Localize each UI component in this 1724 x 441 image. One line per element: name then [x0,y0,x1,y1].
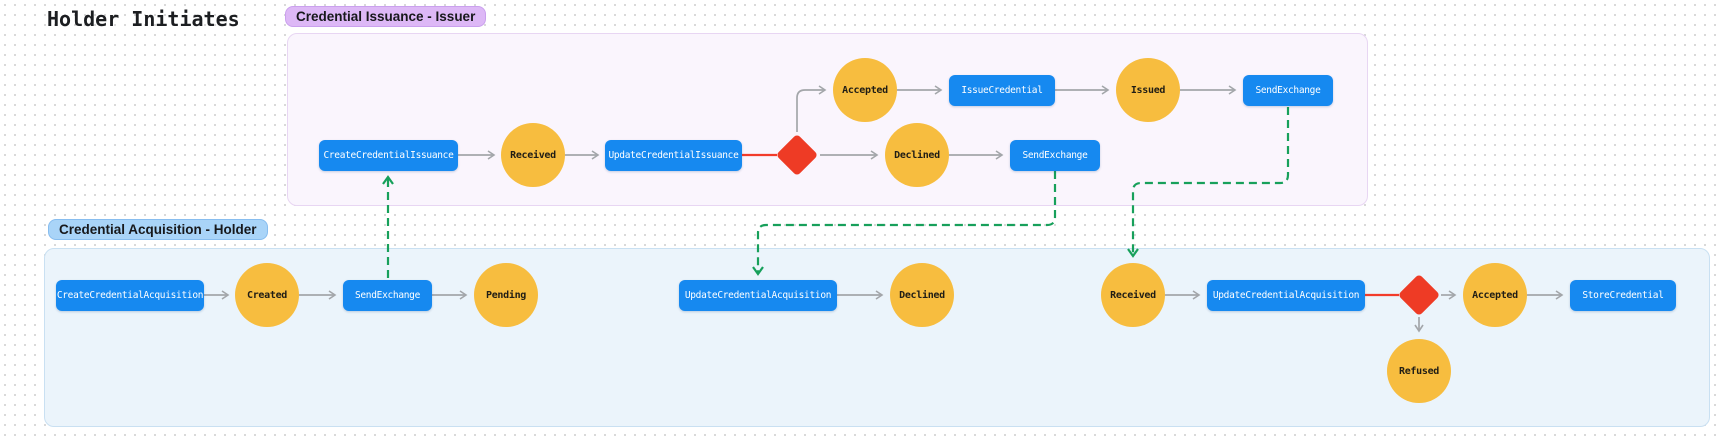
holder-action-store-credential[interactable]: StoreCredential [1570,280,1676,311]
issuer-action-send-exchange-declined[interactable]: SendExchange [1010,140,1100,171]
holder-state-accepted[interactable]: Accepted [1463,263,1527,327]
cross-lane-connectors [382,107,1290,278]
holder-state-refused[interactable]: Refused [1387,339,1451,403]
page-title: Holder Initiates [47,7,240,31]
issuer-state-accepted[interactable]: Accepted [833,58,897,122]
issuer-state-issued[interactable]: Issued [1116,58,1180,122]
arrow-decision-to-accepted [796,85,827,132]
issuer-lane-badge: Credential Issuance - Issuer [285,6,487,27]
holder-state-pending[interactable]: Pending [474,263,538,327]
holder-action-update-credential-acquisition[interactable]: UpdateCredentialAcquisition [1207,280,1365,311]
holder-state-received[interactable]: Received [1101,263,1165,327]
issuer-state-received[interactable]: Received [501,123,565,187]
holder-action-send-exchange[interactable]: SendExchange [343,280,432,311]
issuer-action-send-exchange-accepted[interactable]: SendExchange [1243,75,1333,106]
issuer-action-create-credential-issuance[interactable]: CreateCredentialIssuance [319,140,458,171]
decision-links [742,153,1399,297]
issuer-lane-panel [287,33,1368,206]
holder-action-create-credential-acquisition[interactable]: CreateCredentialAcquisition [56,280,204,311]
issuer-action-update-credential-issuance[interactable]: UpdateCredentialIssuance [605,140,742,171]
issuer-action-issue-credential[interactable]: IssueCredential [949,75,1055,106]
holder-lane-badge: Credential Acquisition - Holder [48,219,268,240]
issuer-connectors [458,85,1237,160]
green-arrow-issuer-sendexchange-to-holder-received [1127,107,1290,258]
issuer-state-declined[interactable]: Declined [885,123,949,187]
holder-connectors [204,290,1564,333]
green-arrow-issuer-declined-sendexchange-to-holder-update [752,171,1057,276]
holder-state-declined[interactable]: Declined [890,263,954,327]
holder-state-created[interactable]: Created [235,263,299,327]
holder-action-update-credential-acquisition-declined[interactable]: UpdateCredentialAcquisition [679,280,837,311]
